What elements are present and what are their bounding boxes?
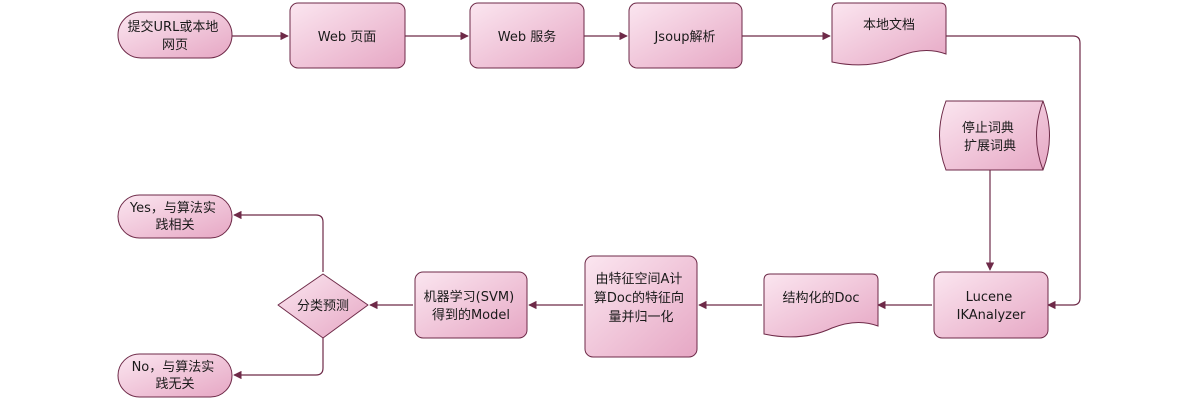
node-lucene: Lucene IKAnalyzer — [933, 271, 1049, 339]
dict-storage-curve — [1036, 100, 1044, 171]
edge-classify-to-no — [233, 338, 324, 380]
dict-label: 停止词典 扩展词典 — [962, 120, 1018, 154]
start-terminal-shape — [117, 11, 233, 59]
jsoup-label: Jsoup解析 — [653, 30, 715, 45]
edges — [232, 31, 1081, 380]
local-doc-shape — [831, 2, 947, 66]
yes-label: Yes，与算法实 践相关 — [129, 201, 220, 233]
edge-classify-to-yes — [233, 210, 324, 272]
node-classify: 分类预测 — [277, 273, 369, 339]
node-structured-doc: 结构化的Doc — [763, 273, 879, 338]
model-shape — [414, 271, 528, 339]
classify-decision-shape — [277, 273, 369, 339]
node-vectorize: 由特征空间A计 算Doc的特征向 量并归一化 — [584, 255, 698, 358]
node-web-page: Web 页面 — [289, 2, 406, 69]
web-page-shape — [289, 2, 406, 69]
classify-label: 分类预测 — [297, 299, 349, 314]
node-jsoup: Jsoup解析 — [628, 2, 743, 69]
model-label: 机器学习(SVM) 得到的Model — [424, 289, 519, 323]
yes-terminal-shape — [117, 194, 233, 239]
web-page-label: Web 页面 — [318, 30, 376, 45]
node-local-doc: 本地文档 — [831, 2, 947, 66]
node-start: 提交URL或本地 网页 — [117, 11, 233, 59]
web-service-shape — [469, 2, 585, 69]
edge-localdoc-to-lucene — [946, 35, 1081, 310]
structured-doc-shape — [763, 273, 879, 338]
node-model: 机器学习(SVM) 得到的Model — [414, 271, 528, 339]
vectorize-shape — [584, 255, 698, 358]
node-web-service: Web 服务 — [469, 2, 585, 69]
vectorize-label: 由特征空间A计 算Doc的特征向 量并归一化 — [594, 272, 688, 325]
jsoup-shape — [628, 2, 743, 69]
structured-doc-label: 结构化的Doc — [782, 290, 859, 306]
local-doc-label: 本地文档 — [863, 18, 915, 33]
start-label: 提交URL或本地 网页 — [128, 19, 223, 53]
no-terminal-shape — [117, 353, 233, 398]
no-label: No，与算法实 践无关 — [132, 360, 219, 392]
node-dict: 停止词典 扩展词典 — [939, 100, 1050, 171]
lucene-label: Lucene IKAnalyzer — [957, 290, 1026, 323]
node-yes: Yes，与算法实 践相关 — [117, 194, 233, 239]
lucene-shape — [933, 271, 1049, 339]
node-no: No，与算法实 践无关 — [117, 353, 233, 398]
web-service-label: Web 服务 — [498, 29, 556, 45]
